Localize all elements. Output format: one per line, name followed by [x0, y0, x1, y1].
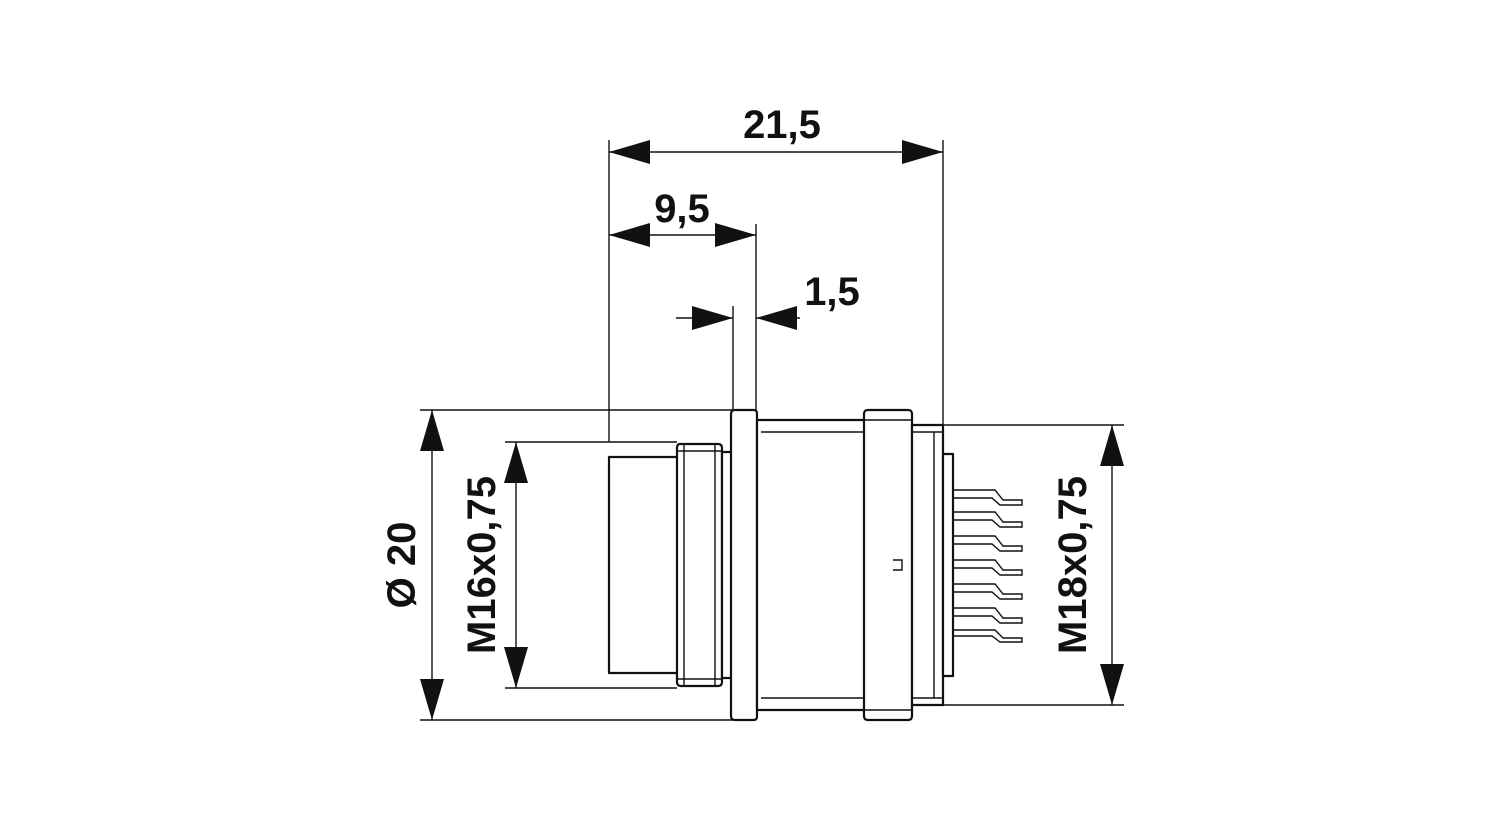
- dimension-flange-thickness: 1,5: [676, 270, 860, 410]
- flange: [729, 408, 759, 722]
- front-thread-label: M16x0,75: [460, 476, 504, 654]
- pin-7: [953, 629, 1023, 643]
- rear-thread-block: [910, 423, 945, 707]
- dimension-outer-diameter: Ø 20: [380, 409, 735, 721]
- pin-1: [953, 489, 1023, 506]
- front-thread-collar: [675, 442, 724, 688]
- pin-4: [953, 559, 1023, 576]
- pin-5: [953, 583, 1023, 600]
- pin-2: [953, 511, 1023, 528]
- front-length-label: 9,5: [654, 187, 710, 231]
- dimension-front-thread: M16x0,75: [460, 441, 677, 689]
- dimension-front-length: 9,5: [609, 187, 757, 410]
- dimension-overall-length: 21,5: [608, 103, 944, 445]
- rear-nut: [862, 408, 914, 722]
- pin-carrier: [941, 452, 955, 678]
- outer-diameter-label: Ø 20: [380, 522, 424, 609]
- overall-length-label: 21,5: [743, 103, 821, 147]
- solder-pins: [953, 489, 1023, 643]
- rear-thread-label: M18x0,75: [1051, 476, 1095, 654]
- pin-6: [953, 607, 1023, 624]
- pin-3: [953, 535, 1023, 552]
- dimension-rear-thread: M18x0,75: [915, 424, 1124, 706]
- main-housing: [755, 418, 868, 712]
- front-plug: [607, 455, 680, 675]
- flange-thickness-label: 1,5: [804, 270, 860, 314]
- connector-body: [607, 408, 955, 722]
